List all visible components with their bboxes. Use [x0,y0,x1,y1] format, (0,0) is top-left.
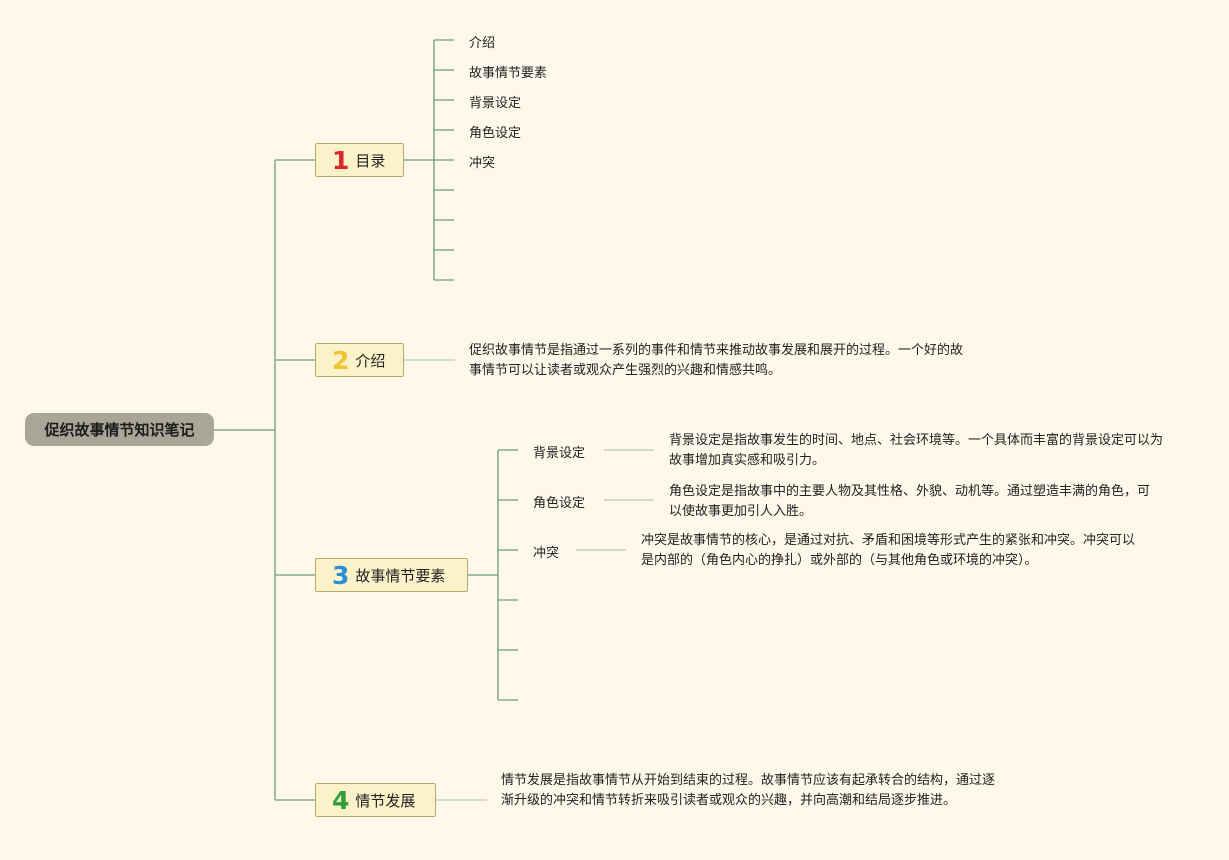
conflict-text: 冲突是故事情节的核心，是通过对抗、矛盾和困境等形式产生的紧张和冲突。冲突可以是内… [641,533,1136,568]
toc-item-elements[interactable]: 故事情节要素 [469,66,548,81]
topic-development[interactable]: 4 情节发展 [315,783,436,817]
topic-toc[interactable]: 1 目录 [315,143,404,177]
root-node[interactable]: 促织故事情节知识笔记 [25,413,214,446]
number-1-icon: 1 [332,145,350,175]
number-3-icon: 3 [332,560,350,590]
topic-intro[interactable]: 2 介绍 [315,343,404,377]
subtopic-conflict[interactable]: 冲突 [533,546,560,561]
topic-label: 情节发展 [355,791,416,810]
character-text: 角色设定是指故事中的主要人物及其性格、外貌、动机等。通过塑造丰满的角色，可以使故… [669,484,1151,519]
toc-item-conflict[interactable]: 冲突 [469,156,496,171]
number-2-icon: 2 [332,345,350,375]
development-text: 情节发展是指故事情节从开始到结束的过程。故事情节应该有起承转合的结构，通过逐渐升… [501,773,996,808]
topic-label: 故事情节要素 [355,566,446,585]
subtopic-character[interactable]: 角色设定 [533,496,586,511]
toc-item-background[interactable]: 背景设定 [469,96,522,111]
background-text: 背景设定是指故事发生的时间、地点、社会环境等。一个具体而丰富的背景设定可以为故事… [669,433,1164,468]
toc-item-character[interactable]: 角色设定 [469,126,522,141]
topic-elements[interactable]: 3 故事情节要素 [315,558,468,592]
topic-label: 介绍 [355,351,386,370]
subtopic-background[interactable]: 背景设定 [533,446,586,461]
number-4-icon: 4 [332,785,350,815]
root-label: 促织故事情节知识笔记 [44,421,195,439]
intro-text: 促织故事情节是指通过一系列的事件和情节来推动故事发展和展开的过程。一个好的故事情… [469,343,964,378]
topic-label: 目录 [355,151,386,170]
toc-item-intro[interactable]: 介绍 [469,36,496,51]
